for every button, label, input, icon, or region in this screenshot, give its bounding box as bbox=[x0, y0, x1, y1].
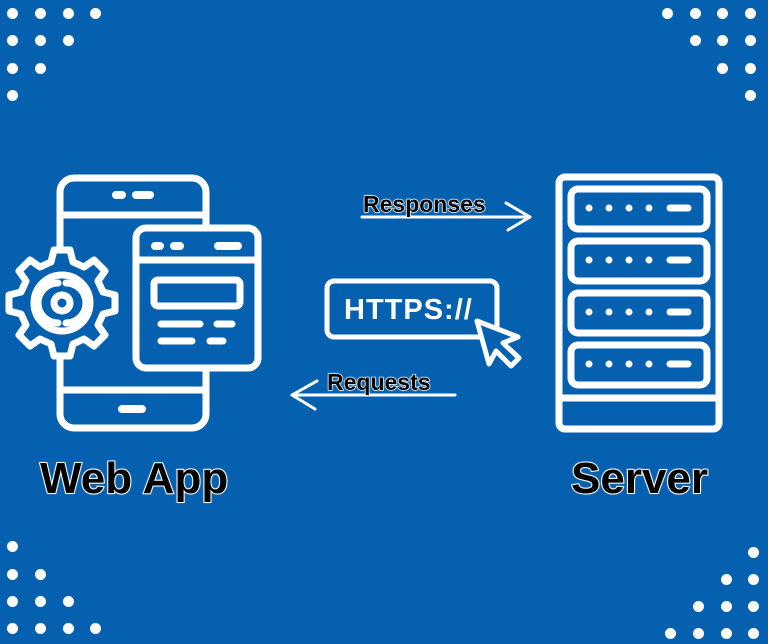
requests-arrow-icon bbox=[290, 379, 457, 411]
web-app-label: Web App bbox=[39, 454, 229, 503]
https-url-box bbox=[324, 278, 500, 340]
responses-label: Responses bbox=[362, 191, 486, 217]
server-label: Server bbox=[570, 454, 709, 503]
cursor-pointer-icon bbox=[474, 318, 522, 369]
responses-arrow-icon bbox=[360, 201, 532, 232]
https-label: HTTPS:// bbox=[344, 294, 473, 326]
requests-label: Requests bbox=[326, 369, 431, 395]
